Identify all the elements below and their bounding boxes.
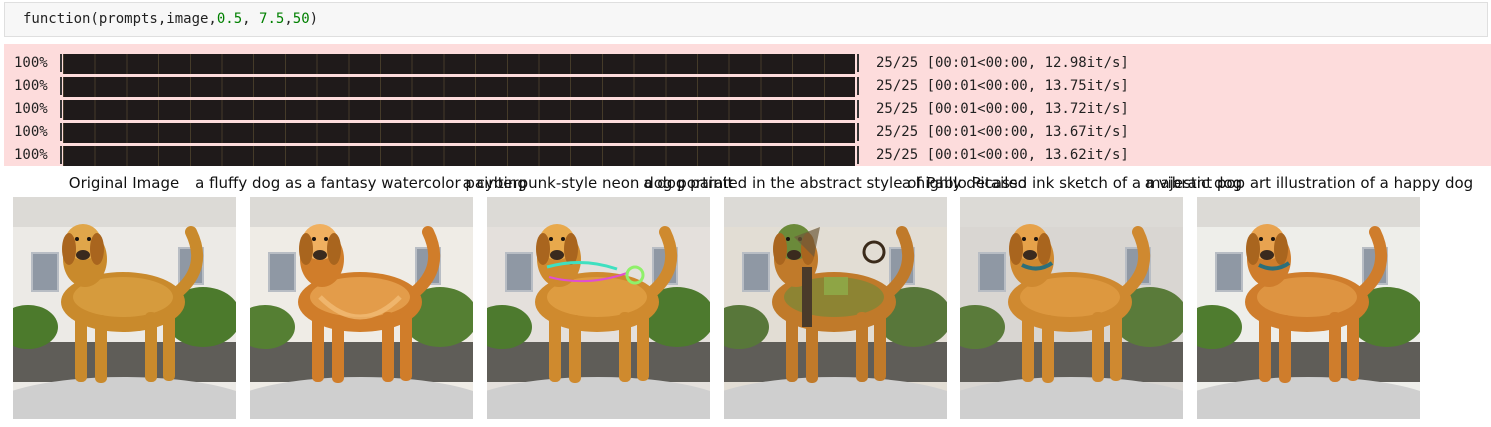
progress-row: 100% 25/25 [00:01<00:00, 13.75it/s] <box>4 75 1491 98</box>
progress-bar-right-edge <box>857 100 859 118</box>
progress-stats: 25/25 [00:01<00:00, 12.98it/s] <box>876 55 1129 71</box>
image-captions: Original Image a fluffy dog as a fantasy… <box>0 174 1491 194</box>
ink-sketch-dog-image <box>960 197 1183 419</box>
progress-stats: 25/25 [00:01<00:00, 13.75it/s] <box>876 78 1129 94</box>
progress-stats: 25/25 [00:01<00:00, 13.67it/s] <box>876 124 1129 140</box>
code-prefix: function(prompts,image, <box>23 11 217 27</box>
progress-bar <box>63 146 855 166</box>
progress-row: 100% 25/25 [00:01<00:00, 13.72it/s] <box>4 98 1491 121</box>
caption-picasso: a dog painted in the abstract style of P… <box>643 174 1027 192</box>
progress-bar-right-edge <box>857 146 859 164</box>
progress-bar-left-edge <box>60 100 62 118</box>
code-arg-strength: 0.5 <box>216 11 243 27</box>
caption-cyberpunk: a cyberpunk-style neon dog portrait <box>462 174 734 192</box>
progress-stats: 25/25 [00:01<00:00, 13.62it/s] <box>876 147 1129 163</box>
watercolor-dog-image <box>250 197 473 419</box>
progress-bar <box>63 54 855 74</box>
progress-bar <box>63 123 855 143</box>
progress-stats: 25/25 [00:01<00:00, 13.72it/s] <box>876 101 1129 117</box>
code-sep-2: , <box>284 11 293 27</box>
original-image <box>13 197 236 419</box>
progress-percent: 100% <box>14 78 48 94</box>
code-line[interactable]: function(prompts,image,0.5, 7.5,50) <box>23 11 318 27</box>
code-arg-guidance: 7.5 <box>259 11 285 27</box>
progress-bar-right-edge <box>857 77 859 95</box>
progress-row: 100% 25/25 [00:01<00:00, 13.62it/s] <box>4 144 1491 167</box>
cyberpunk-dog-image <box>487 197 710 419</box>
caption-pop-art: a vibrant pop art illustration of a happ… <box>1144 174 1474 192</box>
progress-bar-left-edge <box>60 146 62 164</box>
caption-ink-sketch: a highly detailed ink sketch of a majest… <box>901 174 1243 192</box>
caption-watercolor: a fluffy dog as a fantasy watercolor pai… <box>195 174 527 192</box>
progress-bar-right-edge <box>857 123 859 141</box>
code-cell[interactable]: function(prompts,image,0.5, 7.5,50) <box>4 2 1488 37</box>
picasso-dog-image <box>724 197 947 419</box>
progress-row: 100% 25/25 [00:01<00:00, 13.67it/s] <box>4 121 1491 144</box>
progress-row: 100% 25/25 [00:01<00:00, 12.98it/s] <box>4 52 1491 75</box>
progress-percent: 100% <box>14 124 48 140</box>
progress-bar-right-edge <box>857 54 859 72</box>
progress-percent: 100% <box>14 147 48 163</box>
pop-art-dog-image <box>1197 197 1420 419</box>
progress-bar <box>63 77 855 97</box>
progress-percent: 100% <box>14 55 48 71</box>
progress-bar-left-edge <box>60 77 62 95</box>
progress-bar-left-edge <box>60 54 62 72</box>
code-suffix: ) <box>309 11 319 27</box>
stderr-output: 100% 25/25 [00:01<00:00, 12.98it/s] 100%… <box>4 44 1491 166</box>
code-sep-1: , <box>242 11 260 27</box>
code-arg-steps: 50 <box>292 11 310 27</box>
caption-original: Original Image <box>68 174 180 192</box>
progress-percent: 100% <box>14 101 48 117</box>
progress-bar-left-edge <box>60 123 62 141</box>
progress-bar <box>63 100 855 120</box>
